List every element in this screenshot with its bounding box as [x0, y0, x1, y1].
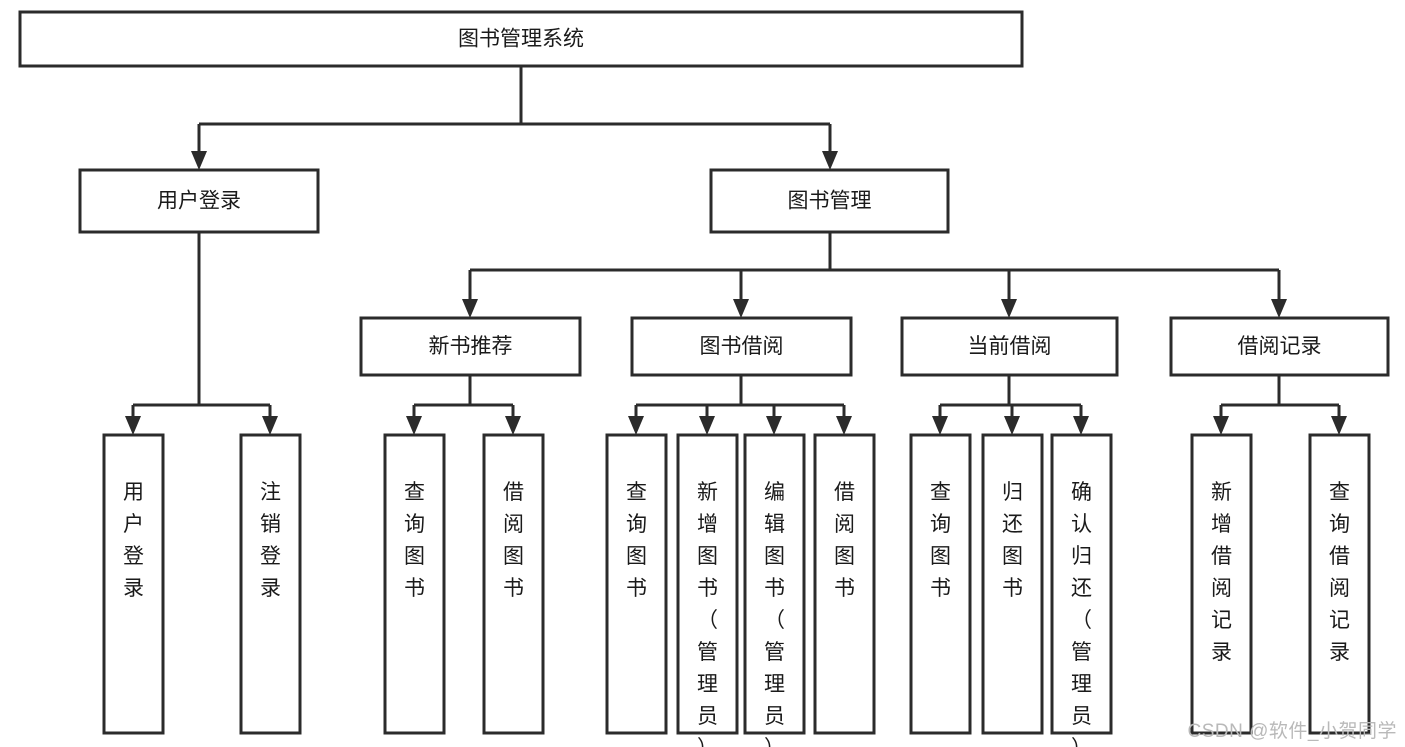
node-leaf-user-login[interactable]: 用户登录: [102, 433, 165, 735]
node-label-user-login: 用户登录: [157, 190, 241, 213]
node-user-login[interactable]: 用户登录: [78, 168, 320, 234]
arrow-head-icon: [628, 416, 644, 435]
arrow-head-icon: [699, 416, 715, 435]
node-box-leaf-logout-login[interactable]: [239, 433, 302, 735]
node-current-borrow[interactable]: 当前借阅: [900, 316, 1119, 377]
node-leaf-add-borrow-record[interactable]: 新增借阅记录: [1190, 433, 1253, 735]
node-leaf-query-book-recommend[interactable]: 查询图书: [383, 433, 446, 735]
node-label-root: 图书管理系统: [458, 28, 584, 51]
node-box-root[interactable]: [18, 10, 1024, 68]
node-box-leaf-query-book-borrow[interactable]: [605, 433, 668, 735]
node-leaf-borrow-book-recommend[interactable]: 借阅图书: [482, 433, 545, 735]
node-leaf-query-book-borrow[interactable]: 查询图书: [605, 433, 668, 735]
node-box-leaf-edit-book-admin[interactable]: [743, 433, 806, 735]
node-box-leaf-add-book-admin[interactable]: [676, 433, 739, 735]
node-book-borrow[interactable]: 图书借阅: [630, 316, 853, 377]
node-box-current-borrow[interactable]: [900, 316, 1119, 377]
node-box-book-management[interactable]: [709, 168, 950, 234]
node-label-leaf-query-book-borrow: 查询图书: [626, 481, 647, 600]
node-label-book-borrow: 图书借阅: [700, 335, 784, 358]
node-box-user-login[interactable]: [78, 168, 320, 234]
node-new-book-recommend[interactable]: 新书推荐: [359, 316, 582, 377]
node-leaf-edit-book-admin[interactable]: 编辑图书（管理员）: [743, 433, 806, 747]
node-box-leaf-query-borrow-record[interactable]: [1308, 433, 1371, 735]
arrow-head-icon: [406, 416, 422, 435]
node-box-borrow-records[interactable]: [1169, 316, 1390, 377]
arrow-head-icon: [836, 416, 852, 435]
arrow-head-icon: [505, 416, 521, 435]
node-label-new-book-recommend: 新书推荐: [429, 335, 513, 358]
arrow-head-icon: [1073, 416, 1089, 435]
node-box-leaf-query-book-recommend[interactable]: [383, 433, 446, 735]
node-leaf-return-book[interactable]: 归还图书: [981, 433, 1044, 735]
node-label-leaf-logout-login: 注销登录: [260, 481, 281, 600]
node-label-current-borrow: 当前借阅: [968, 335, 1052, 358]
node-label-borrow-records: 借阅记录: [1238, 335, 1322, 358]
node-label-leaf-query-borrow-record: 查询借阅记录: [1329, 481, 1350, 664]
arrow-head-icon: [191, 151, 207, 170]
node-label-leaf-confirm-return-admin: 确认归还（管理员）: [1071, 481, 1092, 747]
node-box-leaf-borrow-book-recommend[interactable]: [482, 433, 545, 735]
arrow-head-icon: [766, 416, 782, 435]
node-box-leaf-add-borrow-record[interactable]: [1190, 433, 1253, 735]
node-label-leaf-query-book-current: 查询图书: [930, 481, 951, 600]
arrow-head-icon: [1271, 299, 1287, 318]
connector-layer: [125, 66, 1347, 435]
arrow-head-icon: [932, 416, 948, 435]
node-label-leaf-add-borrow-record: 新增借阅记录: [1211, 481, 1232, 664]
node-label-leaf-user-login: 用户登录: [123, 481, 144, 600]
node-leaf-query-book-current[interactable]: 查询图书: [909, 433, 972, 735]
arrow-head-icon: [1004, 416, 1020, 435]
arrow-head-icon: [125, 416, 141, 435]
node-label-leaf-borrow-book-recommend: 借阅图书: [503, 481, 524, 600]
arrow-head-icon: [462, 299, 478, 318]
node-box-book-borrow[interactable]: [630, 316, 853, 377]
node-book-management[interactable]: 图书管理: [709, 168, 950, 234]
node-leaf-query-borrow-record[interactable]: 查询借阅记录: [1308, 433, 1371, 735]
node-leaf-borrow-book[interactable]: 借阅图书: [813, 433, 876, 735]
node-label-leaf-return-book: 归还图书: [1002, 481, 1023, 600]
arrow-head-icon: [262, 416, 278, 435]
arrow-head-icon: [1213, 416, 1229, 435]
arrow-head-icon: [1331, 416, 1347, 435]
node-box-leaf-query-book-current[interactable]: [909, 433, 972, 735]
arrow-head-icon: [1001, 299, 1017, 318]
node-label-leaf-query-book-recommend: 查询图书: [404, 481, 425, 600]
arrow-head-icon: [822, 151, 838, 170]
node-label-leaf-borrow-book: 借阅图书: [834, 481, 855, 600]
node-layer: 图书管理系统用户登录图书管理新书推荐图书借阅当前借阅借阅记录用户登录注销登录查询…: [18, 10, 1390, 747]
node-label-leaf-add-book-admin: 新增图书（管理员）: [697, 481, 718, 747]
node-box-leaf-user-login[interactable]: [102, 433, 165, 735]
arrow-head-icon: [733, 299, 749, 318]
node-box-leaf-return-book[interactable]: [981, 433, 1044, 735]
node-box-leaf-borrow-book[interactable]: [813, 433, 876, 735]
node-box-leaf-confirm-return-admin[interactable]: [1050, 433, 1113, 735]
node-root[interactable]: 图书管理系统: [18, 10, 1024, 68]
node-borrow-records[interactable]: 借阅记录: [1169, 316, 1390, 377]
node-leaf-logout-login[interactable]: 注销登录: [239, 433, 302, 735]
node-label-leaf-edit-book-admin: 编辑图书（管理员）: [764, 481, 785, 747]
node-leaf-add-book-admin[interactable]: 新增图书（管理员）: [676, 433, 739, 747]
node-leaf-confirm-return-admin[interactable]: 确认归还（管理员）: [1050, 433, 1113, 747]
node-box-new-book-recommend[interactable]: [359, 316, 582, 377]
node-label-book-management: 图书管理: [788, 190, 872, 213]
